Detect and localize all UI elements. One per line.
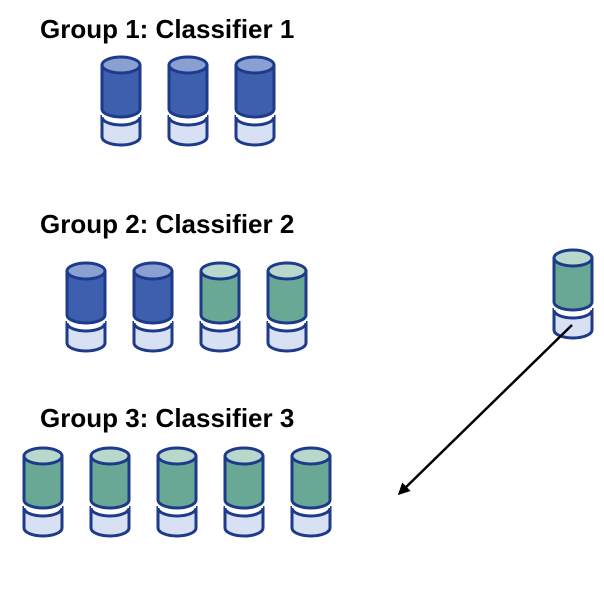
group-2-title: Group 2: Classifier 2: [40, 209, 295, 239]
group-2-store-icon: [65, 261, 107, 353]
group-3-items: [22, 446, 332, 538]
group-2-store-icon: [132, 261, 174, 353]
group-3-store-icon: [89, 446, 131, 538]
group-3-title: Group 3: Classifier 3: [40, 403, 295, 433]
incoming-item: [552, 248, 594, 340]
group-2-items: [65, 261, 308, 353]
group-1-store-icon: [100, 55, 142, 147]
group-1-store-icon: [234, 55, 276, 147]
group-3-store-icon: [290, 446, 332, 538]
group-3-store-icon: [22, 446, 64, 538]
group-1-store-icon: [167, 55, 209, 147]
group-3-store-icon: [223, 446, 265, 538]
group-1-items: [100, 55, 276, 147]
assignment-arrow: [397, 324, 573, 496]
group-2-store-icon: [199, 261, 241, 353]
incoming-store-icon: [552, 248, 594, 340]
group-1-title: Group 1: Classifier 1: [40, 14, 295, 44]
group-3-store-icon: [156, 446, 198, 538]
group-2-store-icon: [266, 261, 308, 353]
